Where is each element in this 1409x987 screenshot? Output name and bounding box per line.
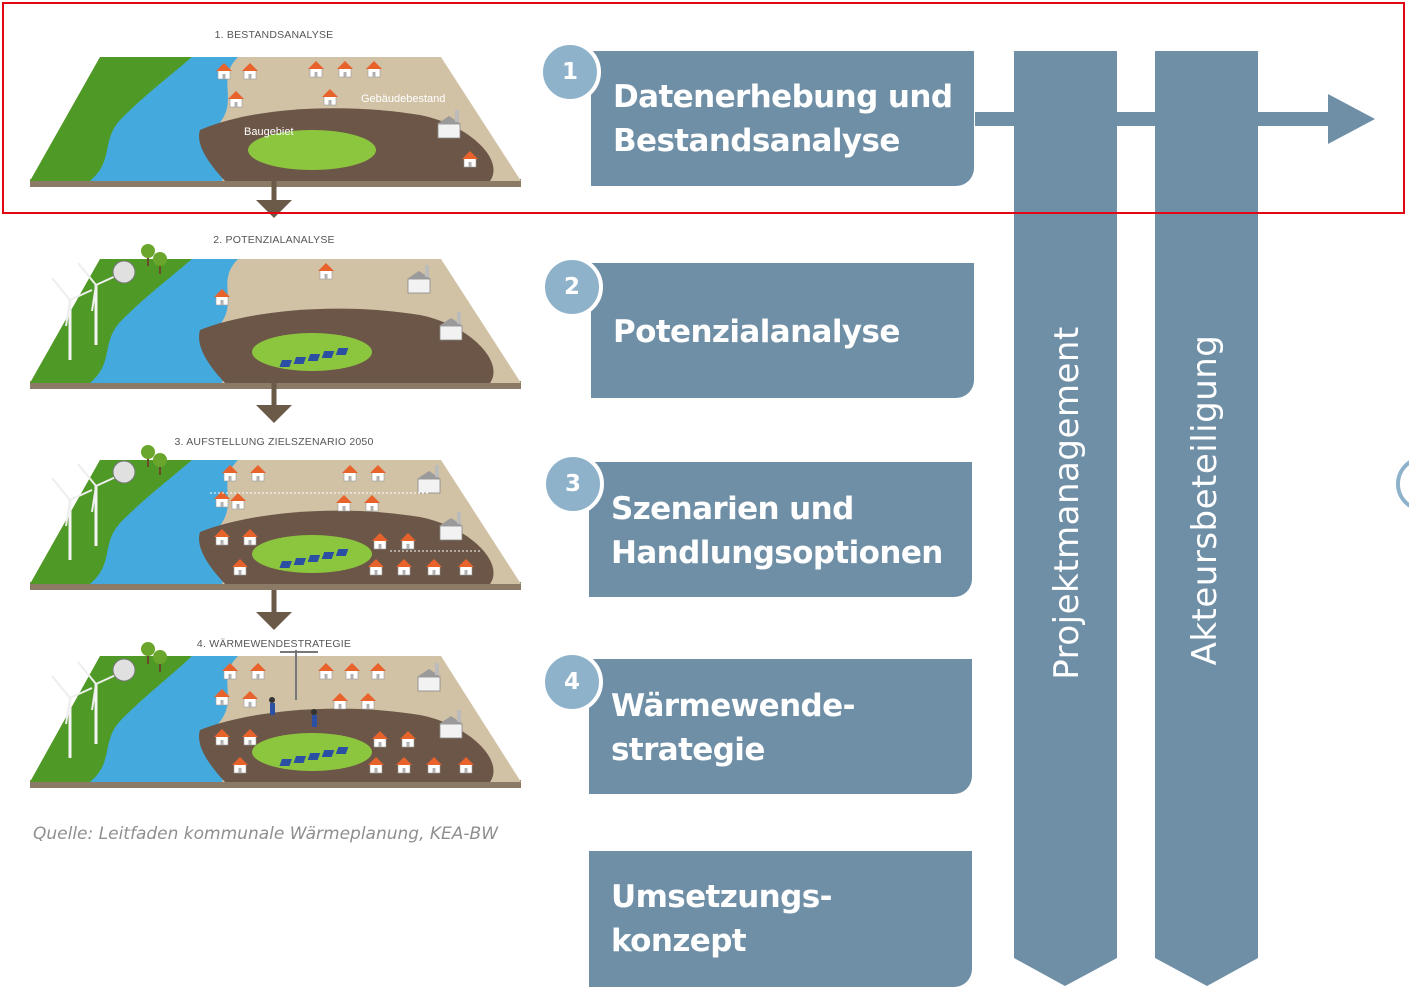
step-box-3: Szenarien und Handlungsoptionen — [589, 462, 972, 597]
step-3-number: 3 — [542, 453, 604, 515]
step-2-title: Potenzialanalyse — [613, 310, 900, 354]
map-4-label: 4. WÄRMEWENDESTRATEGIE — [196, 638, 352, 650]
step-5-title: Umsetzungs- konzept — [611, 875, 832, 963]
step-3-title: Szenarien und Handlungsoptionen — [611, 487, 943, 575]
map-1-label: 1. BESTANDSANALYSE — [214, 29, 334, 41]
step-1-line2: Bestandsanalyse — [613, 123, 900, 159]
step-box-5: Umsetzungs- konzept — [589, 851, 972, 987]
process-illustration — [30, 57, 521, 788]
step-5-line1: Umsetzungs- — [611, 879, 832, 915]
step-1-number: 1 — [539, 41, 601, 103]
source-citation: Quelle: Leitfaden kommunale Wärmeplanung… — [33, 824, 499, 844]
highlight-frame — [2, 2, 1405, 214]
map-4-waermewendestrategie — [30, 641, 521, 788]
map-1-bestandsanalyse — [30, 57, 521, 187]
pillars-and-arrow — [975, 51, 1375, 986]
step-box-2: Potenzialanalyse — [591, 263, 974, 398]
step-1-line1: Datenerhebung und — [613, 79, 953, 115]
flow-arrow-head — [1328, 94, 1375, 144]
development-area-label: Baugebiet — [244, 126, 294, 138]
step-2-line1: Potenzialanalyse — [613, 314, 900, 350]
step-box-1: Datenerhebung und Bestandsanalyse — [591, 51, 974, 186]
partial-number-circle — [1396, 456, 1409, 512]
step-4-title: Wärmewende- strategie — [611, 684, 855, 772]
building-stock-label: Gebäudebestand — [361, 93, 446, 105]
step-1-title: Datenerhebung und Bestandsanalyse — [613, 75, 953, 163]
step-4-line1: Wärmewende- — [611, 688, 855, 724]
map-3-zielszenario — [30, 444, 521, 590]
step-2-number: 2 — [541, 256, 603, 318]
map-3-label: 3. AUFSTELLUNG ZIELSZENARIO 2050 — [174, 436, 374, 448]
pillar-label-akteursbeteiligung: Akteursbeteiligung — [1185, 334, 1225, 666]
step-3-line2: Handlungsoptionen — [611, 535, 943, 571]
step-3-line1: Szenarien und — [611, 491, 854, 527]
pillar-label-projektmanagement: Projektmanagement — [1047, 326, 1087, 680]
map-2-potenzialanalyse — [30, 243, 521, 389]
step-4-line2: strategie — [611, 732, 765, 768]
pillar-akteursbeteiligung — [1155, 51, 1258, 986]
step-4-number: 4 — [541, 651, 603, 713]
step-box-4: Wärmewende- strategie — [589, 659, 972, 794]
map-2-label: 2. POTENZIALANALYSE — [213, 234, 335, 246]
step-5-line2: konzept — [611, 923, 747, 959]
pillar-projektmanagement — [1014, 51, 1117, 986]
